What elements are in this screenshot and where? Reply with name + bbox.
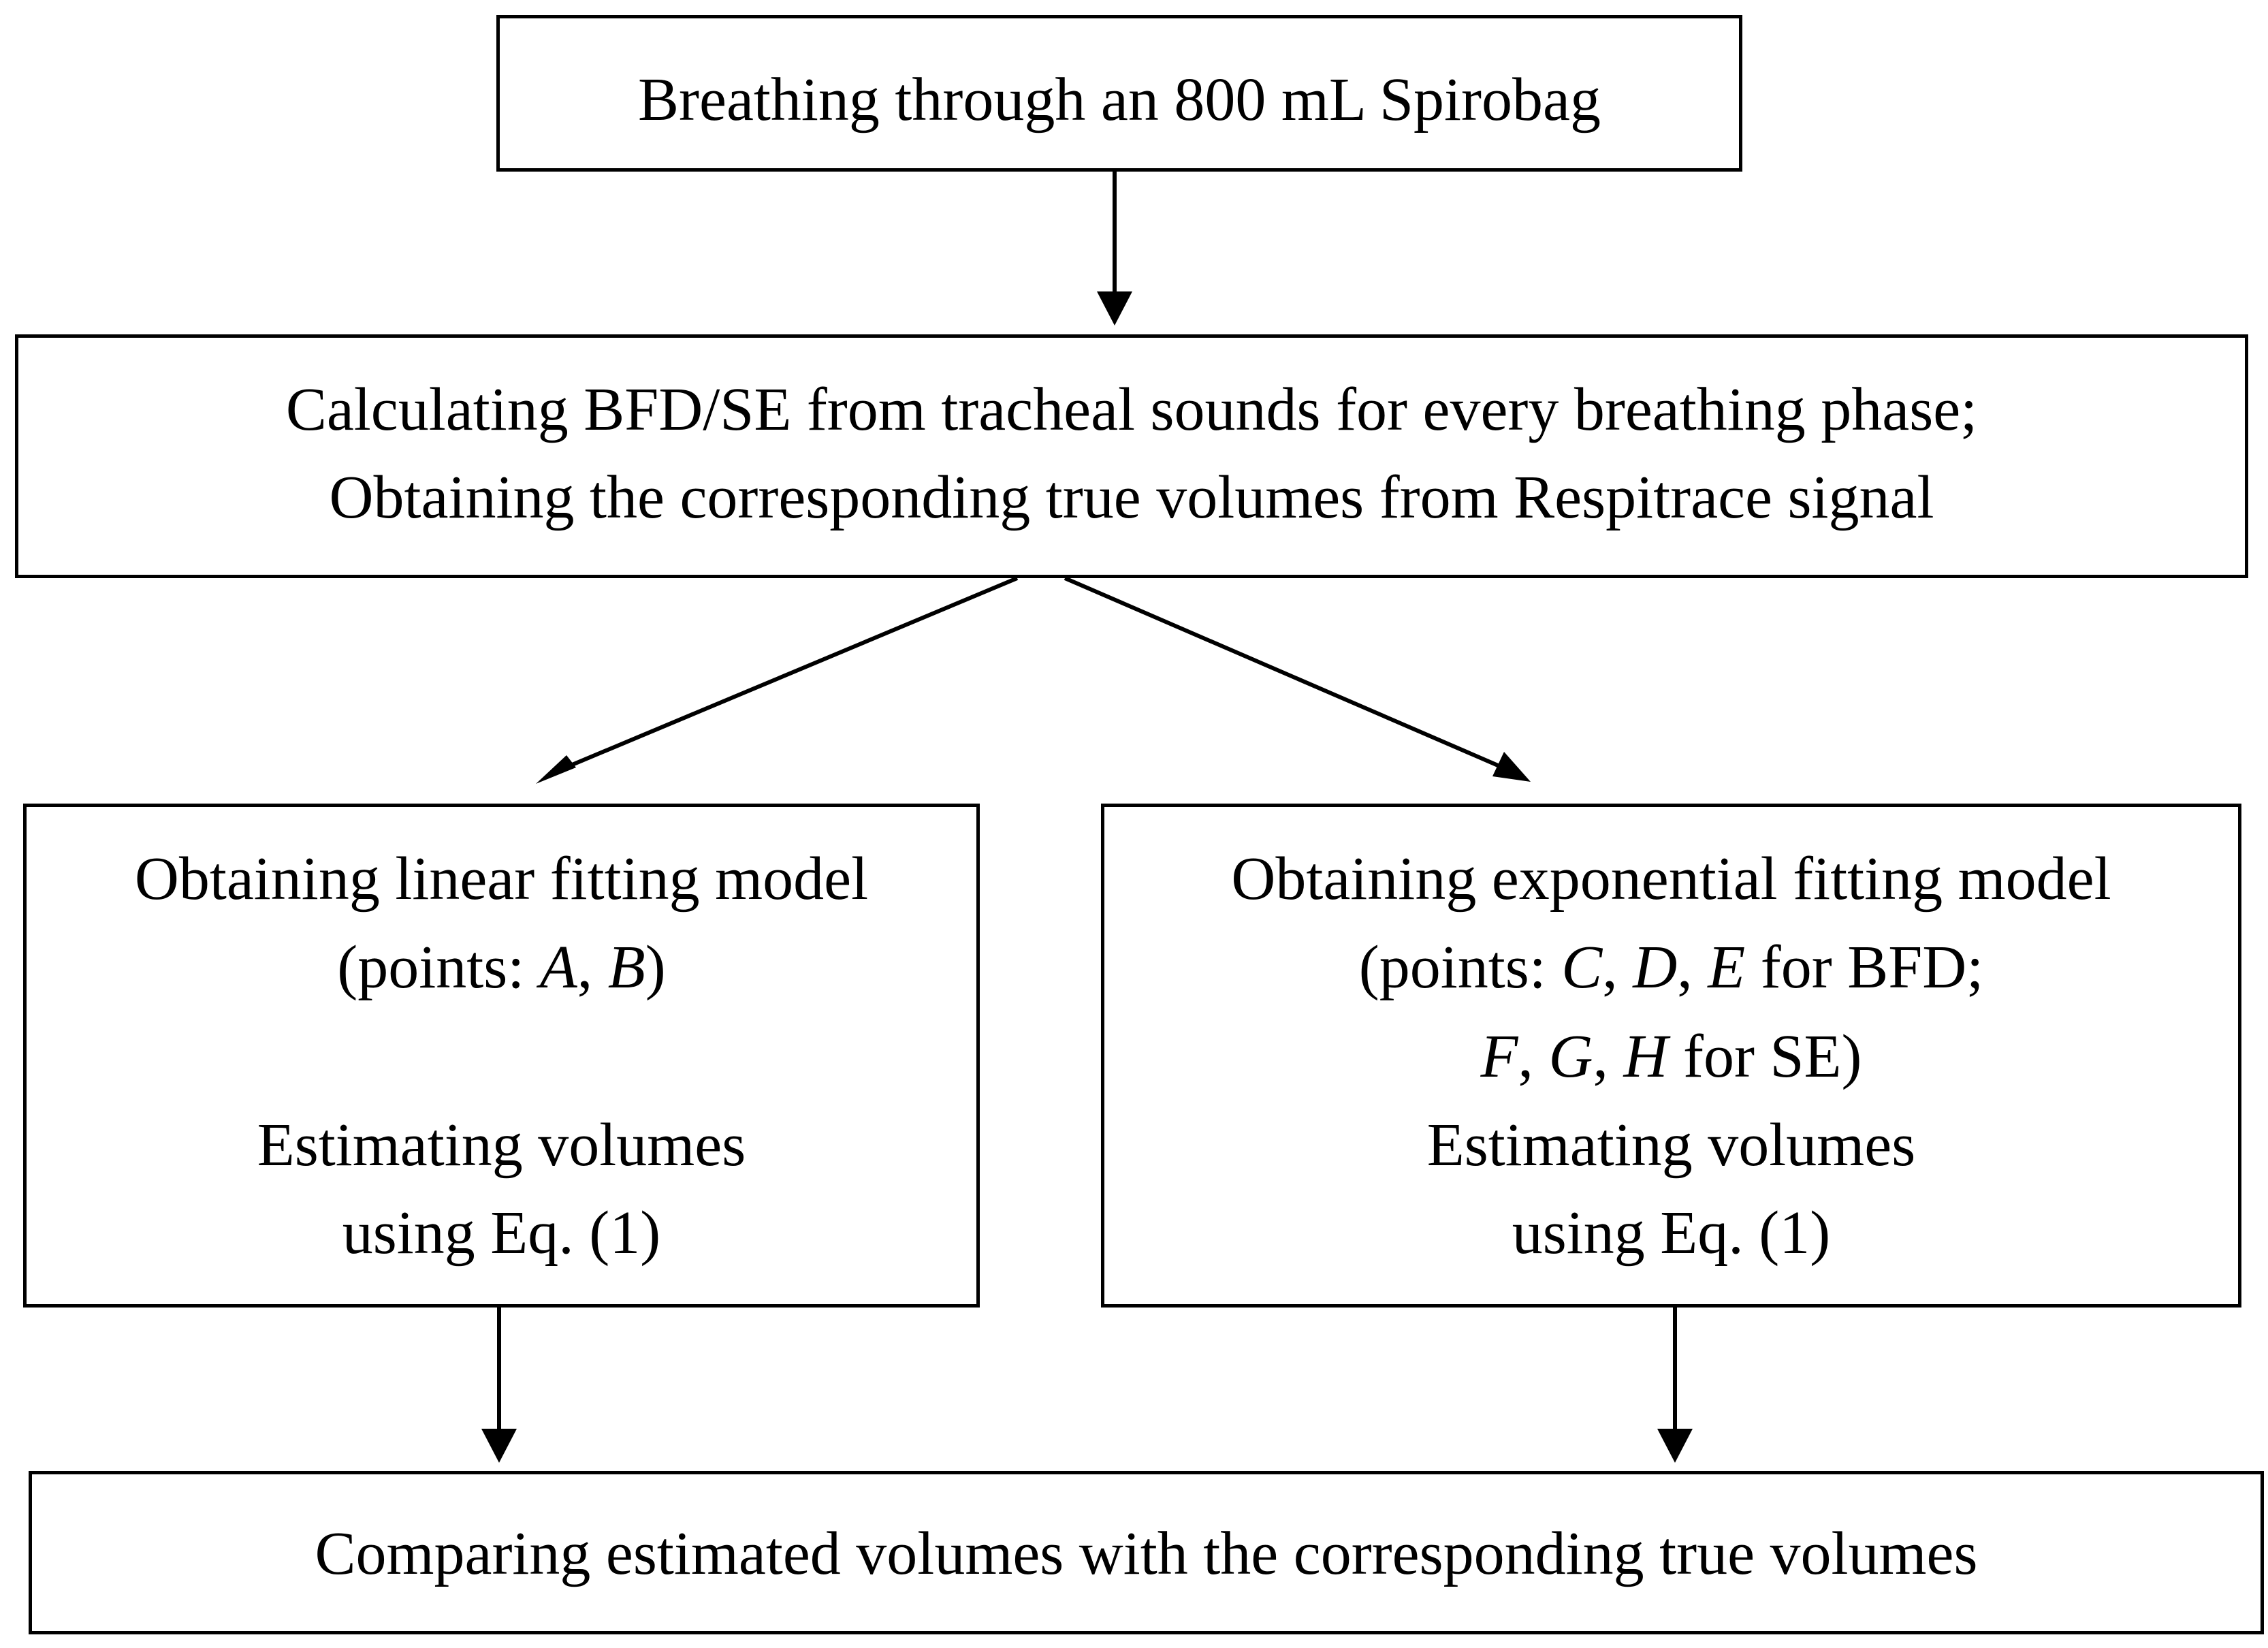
points-prefix: (points:	[1358, 934, 1562, 1001]
point-f: F	[1480, 1023, 1518, 1090]
arrow-start-to-calc-head	[1097, 291, 1132, 326]
points-separator: ,	[1677, 934, 1708, 1001]
linear-estimate-line1: Estimating volumes	[257, 1111, 746, 1179]
points-separator: ,	[1518, 1023, 1549, 1090]
exponential-estimate-line2: using Eq. (1)	[1512, 1199, 1831, 1267]
compare-box: Comparing estimated volumes with the cor…	[29, 1471, 2264, 1634]
point-e: E	[1708, 934, 1746, 1001]
linear-model-box: Obtaining linear fitting model (points: …	[23, 804, 980, 1308]
arrow-calc-to-exponential-head	[1492, 752, 1531, 782]
points-prefix: (points:	[337, 934, 540, 1001]
compare-box-text: Comparing estimated volumes with the cor…	[315, 1520, 1978, 1587]
calc-box: Calculating BFD/SE from tracheal sounds …	[15, 334, 2248, 578]
start-box: Breathing through an 800 mL Spirobag	[496, 15, 1742, 172]
arrow-calc-to-linear-head	[536, 755, 576, 784]
start-box-text: Breathing through an 800 mL Spirobag	[638, 66, 1601, 133]
exponential-model-points-se: F, G, H for SE)	[1104, 1026, 2238, 1088]
point-a: A	[539, 934, 577, 1001]
arrow-linear-to-compare-head	[481, 1429, 517, 1463]
point-d: D	[1633, 934, 1678, 1001]
point-c: C	[1561, 934, 1603, 1001]
linear-estimate-line2: using Eq. (1)	[342, 1199, 661, 1267]
bfd-suffix: for BFD;	[1745, 934, 1984, 1001]
exponential-model-box: Obtaining exponential fitting model (poi…	[1101, 804, 2241, 1308]
point-h: H	[1623, 1023, 1668, 1090]
exponential-model-points-bfd: (points: C, D, E for BFD;	[1104, 937, 2238, 998]
arrow-calc-to-exponential-shaft	[1064, 576, 1499, 767]
exponential-model-title: Obtaining exponential fitting model	[1231, 845, 2111, 913]
linear-model-points: (points: A, B)	[27, 937, 976, 998]
se-suffix: for SE)	[1667, 1023, 1862, 1090]
point-b: B	[607, 934, 645, 1001]
arrow-exponential-to-compare-head	[1657, 1429, 1693, 1463]
linear-model-title: Obtaining linear fitting model	[134, 845, 869, 913]
points-separator: ,	[1593, 1023, 1624, 1090]
points-separator: ,	[577, 934, 608, 1001]
arrow-calc-to-linear-shaft	[561, 576, 1019, 771]
points-separator: ,	[1602, 934, 1633, 1001]
points-suffix: )	[645, 934, 666, 1001]
exponential-estimate-line1: Estimating volumes	[1426, 1111, 1916, 1179]
calc-box-line2: Obtaining the corresponding true volumes…	[329, 464, 1934, 531]
point-g: G	[1548, 1023, 1593, 1090]
calc-box-line1: Calculating BFD/SE from tracheal sounds …	[285, 376, 1978, 443]
